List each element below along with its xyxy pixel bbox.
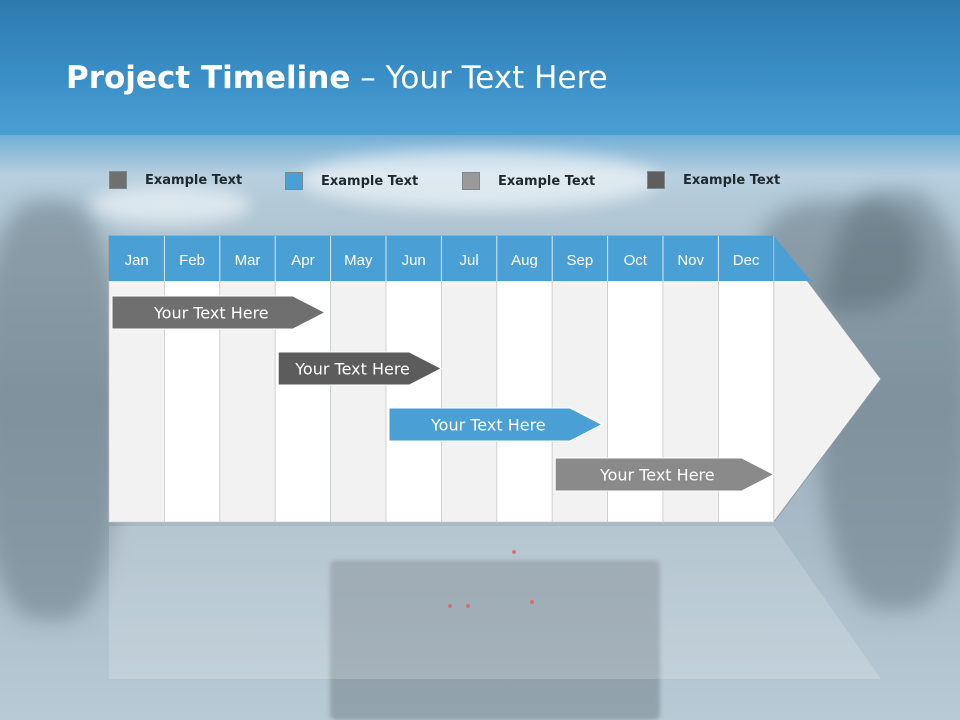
task-label: Your Text Here (153, 304, 269, 323)
legend-label: Example Text (498, 173, 596, 189)
month-label: Mar (235, 252, 261, 269)
month-column (330, 280, 387, 523)
page-title-rest: – Your Text Here (350, 60, 608, 96)
background-light (466, 604, 470, 608)
legend-swatch (109, 171, 127, 189)
background-instrument-panel (330, 560, 660, 720)
month-label: May (344, 252, 373, 269)
timeline-header (109, 236, 811, 281)
background-light (448, 604, 452, 608)
month-label: Jan (125, 252, 149, 269)
timeline-reflection (109, 526, 881, 679)
task-bar (554, 457, 775, 492)
month-column (496, 280, 553, 523)
task-label: Your Text Here (599, 466, 715, 485)
legend-item: Example Text (285, 172, 418, 190)
task-bar (111, 295, 327, 330)
month-label: Jun (402, 252, 426, 269)
month-label: Nov (677, 252, 704, 269)
legend-swatch (462, 172, 480, 190)
task-label: Your Text Here (430, 416, 546, 435)
month-column (440, 280, 498, 523)
background-cloud (90, 185, 250, 225)
month-column (385, 280, 442, 523)
month-label: Aug (511, 252, 538, 269)
month-label: Apr (291, 252, 314, 269)
legend-label: Example Text (321, 173, 419, 189)
title-band (0, 0, 960, 135)
page-title-bold: Project Timeline (66, 60, 351, 96)
month-label: Sep (567, 252, 594, 269)
background-light (512, 550, 516, 554)
month-label: Jul (460, 252, 479, 269)
month-label: Feb (179, 252, 205, 269)
legend-item: Example Text (647, 171, 780, 189)
legend-item: Example Text (462, 172, 595, 190)
task-label: Your Text Here (294, 360, 410, 379)
legend-label: Example Text (145, 172, 243, 188)
month-label: Oct (624, 252, 648, 269)
task-bar (277, 351, 443, 386)
month-label: Dec (733, 252, 760, 269)
background-cloud (300, 150, 660, 210)
page-title: Project Timeline – Your Text Here (66, 60, 608, 96)
legend-swatch (285, 172, 303, 190)
task-bar (388, 407, 604, 442)
background-light (530, 600, 534, 604)
legend-label: Example Text (683, 172, 781, 188)
legend-item: Example Text (109, 171, 242, 189)
legend-swatch (647, 171, 665, 189)
background-seat-left (0, 200, 120, 620)
